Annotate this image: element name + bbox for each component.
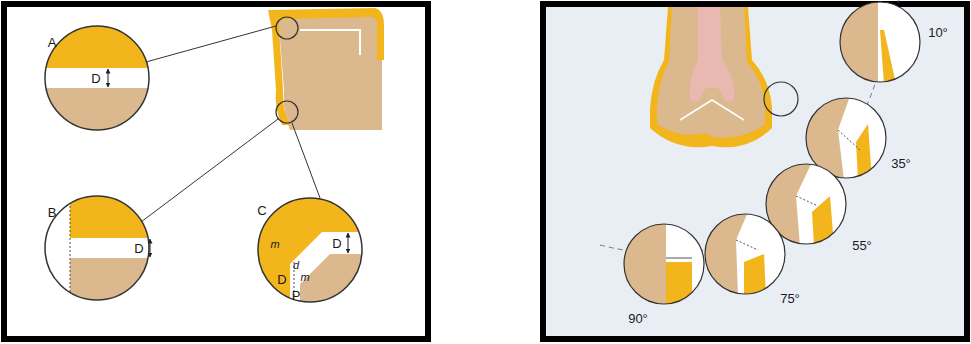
dimension-label: D [277, 273, 286, 286]
point-label: m [270, 239, 279, 250]
detail-b [40, 190, 160, 308]
margin-75 [703, 212, 787, 296]
point-label: d [293, 260, 299, 271]
angle-label: 90° [628, 312, 648, 325]
dimension-label: D [134, 242, 143, 255]
angle-label: 10° [928, 26, 948, 39]
dimension-label: D [332, 237, 341, 250]
panel-frame [4, 4, 428, 339]
angle-label: 55° [852, 239, 872, 252]
point-label: P [292, 289, 301, 302]
callout-letter: A [48, 36, 57, 49]
angle-label: 75° [780, 292, 800, 305]
margin-90 [622, 222, 706, 306]
crown-fragment [141, 8, 384, 222]
callout-letter: B [48, 206, 57, 219]
detail-a [40, 20, 160, 138]
margin-10 [838, 0, 922, 84]
dimension-label: D [91, 72, 100, 85]
detail-c [258, 196, 364, 304]
callout-letter: C [257, 204, 266, 217]
angle-label: 35° [891, 157, 911, 170]
point-label: m [300, 272, 309, 283]
